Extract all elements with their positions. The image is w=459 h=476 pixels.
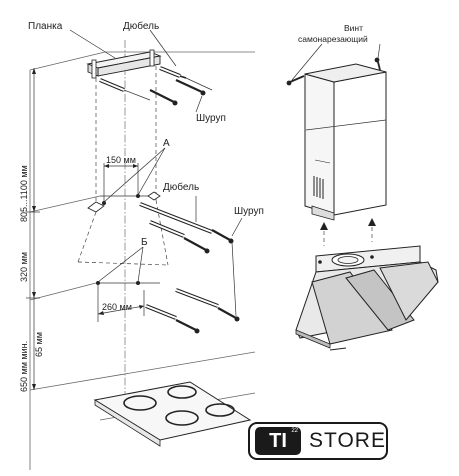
mark-b-leader-1	[97, 246, 144, 283]
screw-mid-2	[183, 237, 210, 254]
dim-150-text: 150 мм	[106, 155, 136, 165]
dim-65-text: 65 мм	[34, 332, 44, 357]
dowel-low	[145, 288, 219, 320]
mounting-bar	[86, 49, 162, 79]
dubel-top-leader	[149, 29, 177, 67]
screw-top-2	[149, 89, 178, 106]
dubel-mid-label: Дюбель	[163, 181, 199, 193]
screw-mid-1	[211, 229, 234, 244]
dowel-top-1	[159, 66, 187, 79]
mark-b-leader-2	[137, 246, 144, 283]
store-logo-superscript: 22	[291, 428, 298, 434]
mark-b-label: Б	[141, 237, 148, 248]
dubel-top-label: Дюбель	[123, 20, 159, 32]
shurup-mid-leader	[231, 217, 243, 237]
vent-slots	[313, 176, 324, 199]
screw-low-1	[217, 307, 240, 322]
mark-a-leader-2	[137, 147, 166, 196]
store-logo-mark: TI 22	[255, 427, 301, 455]
chimney	[304, 63, 387, 221]
dim-150: 150 мм	[103, 155, 139, 203]
arrow-up-right	[368, 218, 376, 226]
screw-top-1	[175, 79, 206, 96]
cooktop	[93, 381, 252, 447]
self-tapping-screw-right	[374, 57, 381, 71]
store-logo-badge: TI 22 STORE	[248, 422, 388, 460]
dim-260: 260 мм	[97, 283, 145, 322]
shurup-mid-label: Шуруп	[234, 206, 264, 217]
mark-a-leader-1	[103, 147, 166, 203]
low-level	[29, 281, 160, 301]
screw-low-2	[175, 319, 200, 334]
planka-leader	[69, 29, 116, 59]
vint-leader-1	[291, 43, 323, 81]
shurup-top-label: Шуруп	[196, 113, 226, 124]
dim-vertical	[26, 68, 40, 390]
mark-a-label: А	[163, 138, 170, 149]
shurup-top-leader	[195, 95, 203, 113]
hood-outline-dashed	[77, 66, 169, 266]
mid-level	[29, 191, 161, 213]
vint-label-line1: Винт	[344, 23, 363, 33]
vint-label-line2: самонарезающий	[298, 34, 368, 44]
dowel-mid	[139, 202, 213, 238]
store-logo-text: STORE	[309, 429, 386, 452]
dowel-top-2	[99, 78, 125, 92]
arrow-up-left	[320, 222, 328, 230]
planka-label: Планка	[28, 21, 63, 32]
vint-leader-2	[377, 43, 381, 59]
dim-650-text: 650 мм мин.	[19, 341, 29, 392]
self-tapping-screw-left	[286, 75, 305, 86]
store-logo-mark-text: TI	[269, 429, 287, 452]
dim-260-text: 260 мм	[102, 302, 132, 312]
dim-320-text: 320 мм	[19, 252, 29, 282]
dim-805-1100-text: 805...1100 мм	[19, 165, 29, 222]
hood-body	[295, 245, 439, 351]
